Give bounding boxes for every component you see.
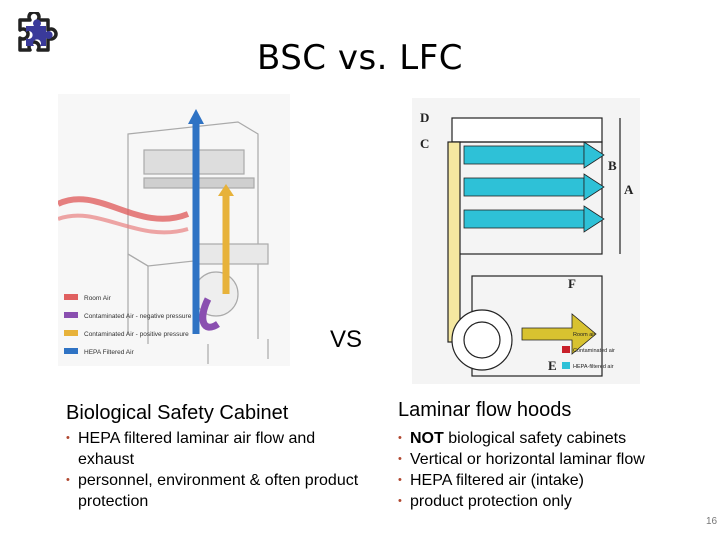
vs-label: VS bbox=[330, 326, 363, 353]
bsc-diagram: Room Air Contaminated Air - negative pre… bbox=[58, 94, 290, 366]
list-item: •Vertical or horizontal laminar flow bbox=[398, 451, 645, 468]
bullet-icon: • bbox=[66, 432, 70, 444]
lfc-letter-a: A bbox=[624, 182, 634, 197]
lfc-letter-b: B bbox=[608, 158, 617, 173]
lfc-diagram: D C B A F E Room air Contaminated air HE… bbox=[412, 98, 640, 384]
lfc-legend-room-air: Room air bbox=[573, 332, 595, 338]
bsc-bullet-list: •HEPA filtered laminar air flow and exha… bbox=[66, 428, 366, 512]
bsc-heading: Biological Safety Cabinet bbox=[66, 402, 289, 424]
list-item: •NOT biological safety cabinets bbox=[398, 430, 627, 447]
bullet-icon: • bbox=[66, 474, 70, 486]
lfc-heading: Laminar flow hoods bbox=[398, 399, 572, 421]
bullet-icon: • bbox=[398, 453, 402, 465]
lfc-letter-d: D bbox=[420, 110, 429, 125]
puzzle-logo-icon bbox=[18, 12, 58, 52]
slide-title: BSC vs. LFC bbox=[256, 38, 464, 78]
bsc-legend-room-air: Room Air bbox=[84, 295, 112, 302]
lfc-letter-f: F bbox=[568, 276, 576, 291]
bsc-legend-hepa: HEPA Filtered Air bbox=[84, 349, 135, 356]
list-item: •HEPA filtered laminar air flow and exha… bbox=[66, 430, 316, 468]
bullet-icon: • bbox=[398, 495, 402, 507]
page-number: 16 bbox=[706, 516, 718, 527]
list-item: •HEPA filtered air (intake) bbox=[398, 472, 584, 489]
lfc-letter-e: E bbox=[548, 358, 557, 373]
list-item: •personnel, environment & often product … bbox=[66, 472, 359, 510]
list-item: •product protection only bbox=[398, 493, 572, 510]
lfc-letter-c: C bbox=[420, 136, 429, 151]
bsc-legend-negative: Contaminated Air - negative pressure bbox=[84, 313, 192, 320]
lfc-bullet-list: •NOT biological safety cabinets •Vertica… bbox=[398, 428, 698, 512]
lfc-legend-contaminated: Contaminated air bbox=[573, 348, 615, 354]
bullet-icon: • bbox=[398, 474, 402, 486]
lfc-legend-hepa: HEPA-filtered air bbox=[573, 364, 614, 370]
bullet-icon: • bbox=[398, 432, 402, 444]
bsc-legend-positive: Contaminated Air - positive pressure bbox=[84, 331, 189, 338]
